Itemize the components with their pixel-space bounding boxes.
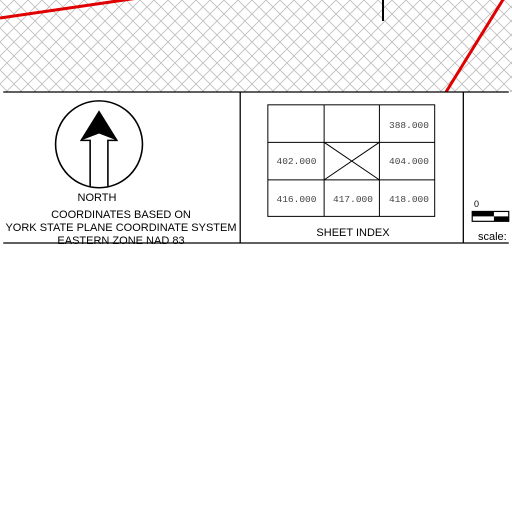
sheet-cell-r2c3: 404.000 bbox=[389, 156, 429, 167]
title-block-frame bbox=[3, 91, 510, 244]
sheet-cell-r3c1: 416.000 bbox=[276, 194, 317, 205]
scale-bar bbox=[471, 210, 510, 222]
boundary-line-right bbox=[444, 0, 505, 92]
map-drawing bbox=[0, 0, 512, 92]
coordinates-note-line3: EASTERN ZONE NAD 83 bbox=[57, 235, 185, 247]
current-sheet-x-mark bbox=[323, 141, 380, 181]
sheet-index-grid bbox=[267, 104, 436, 217]
north-label: NORTH bbox=[77, 192, 117, 204]
scale-zero-label: 0 bbox=[474, 199, 480, 209]
sheet-cell-r1c3: 388.000 bbox=[389, 120, 429, 131]
map-area bbox=[0, 0, 512, 92]
north-arrow-icon bbox=[54, 100, 144, 189]
sheet-cell-r3c3: 418.000 bbox=[389, 194, 429, 205]
hatched-fill bbox=[0, 0, 512, 92]
boundary-line-left bbox=[0, 0, 135, 20]
coordinates-note-line2: YORK STATE PLANE COORDINATE SYSTEM bbox=[5, 222, 237, 234]
sheet-index-title: SHEET INDEX bbox=[316, 227, 390, 239]
coordinates-note-line1: COORDINATES BASED ON bbox=[51, 209, 191, 221]
scale-label: scale: bbox=[478, 231, 507, 243]
sheet-cell-r2c1: 402.000 bbox=[276, 156, 317, 167]
sheet-cell-r3c2: 417.000 bbox=[333, 194, 373, 205]
